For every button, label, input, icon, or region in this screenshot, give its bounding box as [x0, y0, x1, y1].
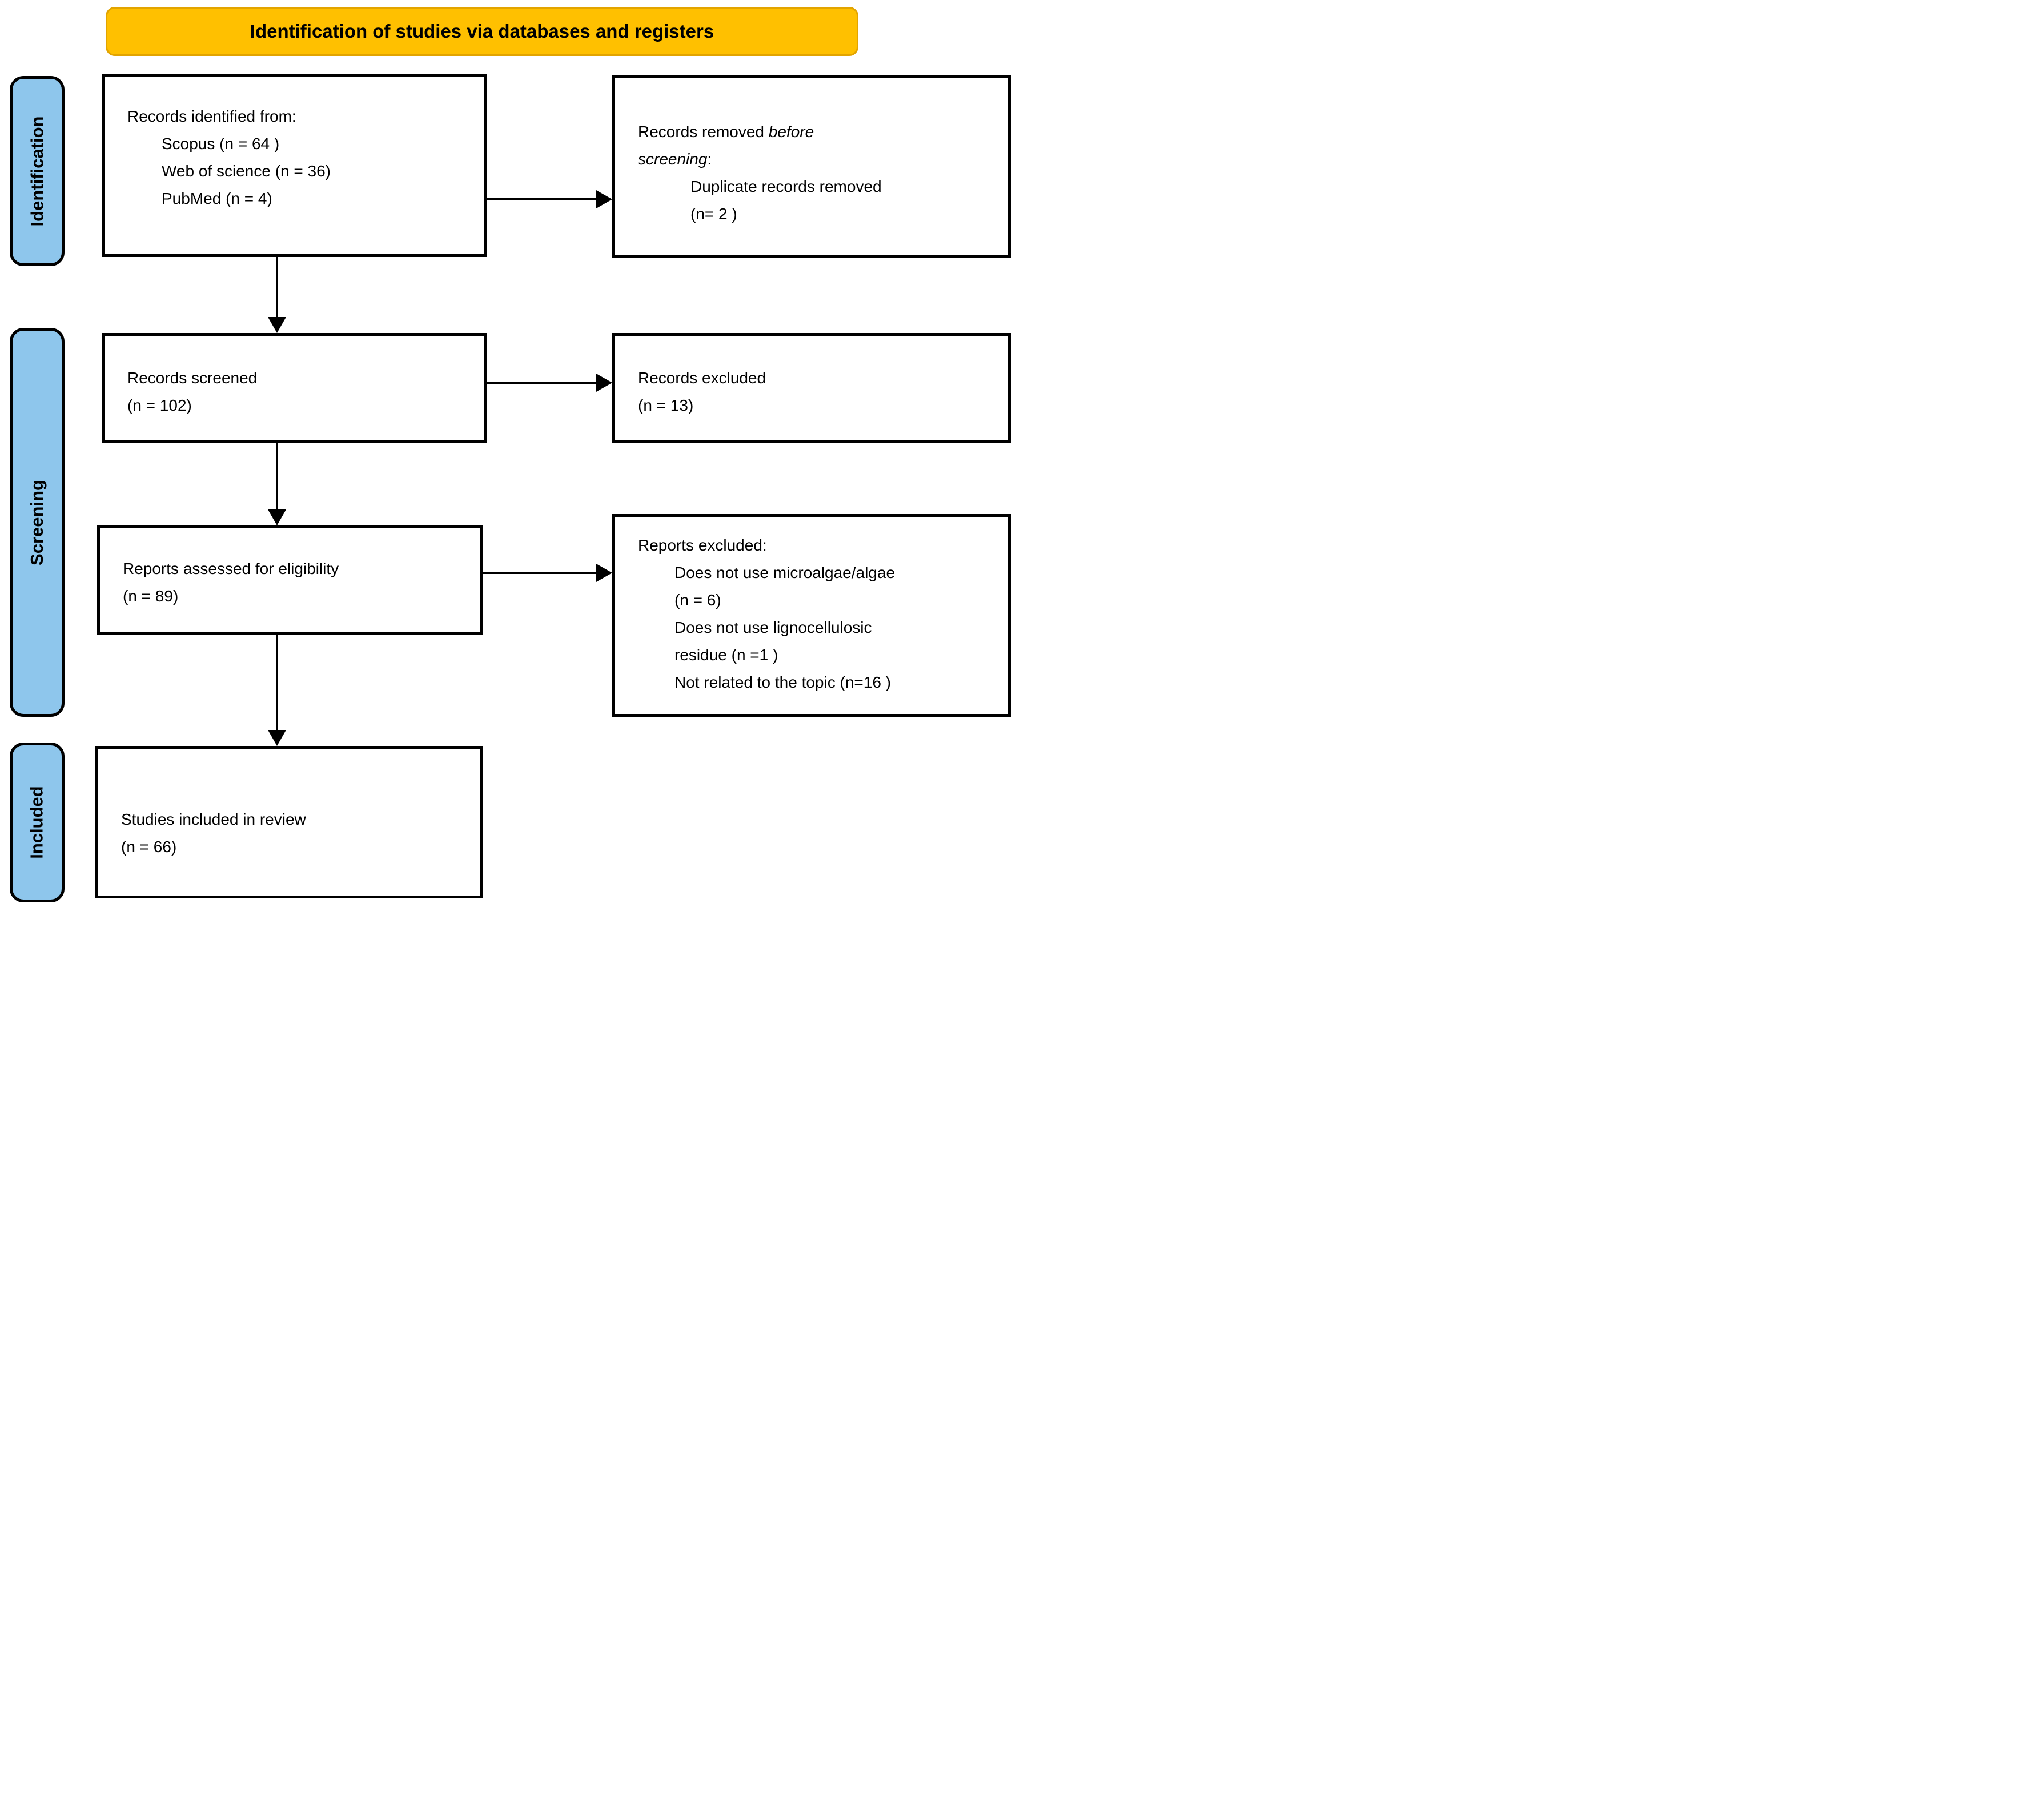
stage-label-text: Identification [27, 116, 47, 226]
prisma-flow-diagram: Identification of studies via databases … [0, 0, 1022, 907]
arrow-line [276, 635, 278, 731]
box-title: Records removed before [638, 123, 814, 141]
box-records-removed: Records removed before screening: Duplic… [612, 75, 1011, 258]
box-title: Studies included in review [121, 810, 306, 828]
arrow-line [483, 572, 597, 574]
arrow-head [596, 564, 612, 582]
box-count: (n = 102) [127, 396, 192, 414]
stage-label-text: Included [27, 786, 47, 859]
box-count: (n = 13) [638, 396, 694, 414]
box-title: Records excluded [638, 369, 766, 387]
box-studies-included: Studies included in review (n = 66) [95, 746, 483, 898]
box-title: Records screened [127, 369, 258, 387]
banner-title: Identification of studies via databases … [250, 21, 714, 42]
box-reports-excluded: Reports excluded: Does not use microalga… [612, 514, 1011, 717]
stage-label-identification: Identification [10, 76, 65, 266]
stage-label-included: Included [10, 743, 65, 902]
arrow-line [487, 382, 597, 384]
box-item: Does not use microalgae/algae [674, 564, 895, 581]
box-title: Reports assessed for eligibility [123, 560, 339, 577]
arrow-head [268, 509, 286, 525]
box-title: Records identified from: [127, 107, 296, 125]
box-records-identified: Records identified from: Scopus (n = 64 … [102, 74, 487, 257]
box-records-screened: Records screened (n = 102) [102, 333, 487, 443]
box-records-excluded: Records excluded (n = 13) [612, 333, 1011, 443]
arrow-head [596, 190, 612, 208]
box-reports-assessed: Reports assessed for eligibility (n = 89… [97, 525, 483, 635]
box-item: (n= 2 ) [690, 205, 737, 223]
box-item: Web of science (n = 36) [162, 162, 331, 180]
box-item: residue (n =1 ) [674, 646, 778, 664]
box-item: Duplicate records removed [690, 178, 882, 195]
arrow-head [268, 730, 286, 746]
arrow-head [268, 317, 286, 333]
stage-label-text: Screening [27, 479, 47, 565]
box-item: Not related to the topic (n=16 ) [674, 673, 891, 691]
banner: Identification of studies via databases … [106, 7, 858, 56]
arrow-line [487, 198, 597, 200]
box-count: (n = 89) [123, 587, 179, 605]
stage-label-screening: Screening [10, 328, 65, 717]
arrow-line [276, 257, 278, 318]
box-title-line2: screening: [638, 150, 712, 168]
box-item: Does not use lignocellulosic [674, 619, 872, 636]
box-count: (n = 66) [121, 838, 177, 856]
box-item: (n = 6) [674, 591, 721, 609]
box-item: Scopus (n = 64 ) [162, 135, 280, 152]
arrow-head [596, 374, 612, 392]
box-title: Reports excluded: [638, 536, 767, 554]
arrow-line [276, 443, 278, 511]
box-item: PubMed (n = 4) [162, 190, 272, 207]
